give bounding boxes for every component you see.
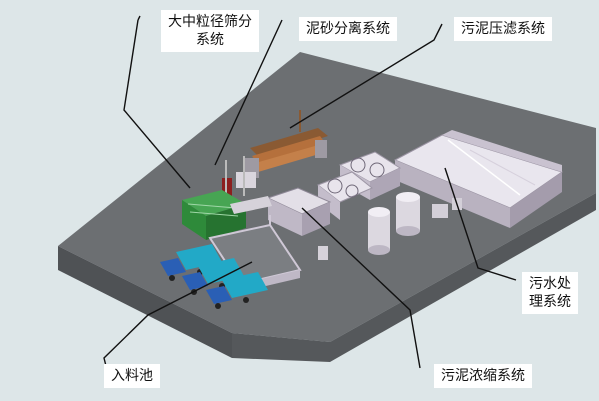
leader-coarse [123,19,191,189]
label-coarse-screening: 大中粒径筛分 系统 [161,10,259,52]
label-feed-pool: 入料池 [104,364,160,388]
trucks [160,244,268,309]
leader-thicken [301,207,421,369]
leader-pool [103,261,253,367]
label-coarse-screening-line1: 大中粒径筛分 [168,14,252,30]
platform-side-front [232,193,596,362]
label-coarse-screening-line2: 系统 [196,32,224,48]
label-water-treatment: 污水处 理系统 [522,272,578,314]
coarse-screening-unit [182,190,272,240]
label-thickening: 污泥浓缩系统 [434,364,532,388]
filter-press [245,110,328,178]
truck-2 [182,258,244,295]
label-water-treatment-line2: 理系统 [529,294,571,310]
storage-tanks [368,192,462,255]
label-desanding: 泥砂分离系统 [299,17,397,41]
label-water-treatment-line1: 污水处 [529,276,571,292]
platform-side-left [58,246,232,358]
desanding-unit [222,156,332,236]
water-treatment-pools [393,130,564,228]
leader-coarse-2 [137,15,141,21]
leader-press [289,23,443,129]
thickener-tanks [316,151,402,220]
label-filter-press: 污泥压滤系统 [454,17,552,41]
leader-water [444,167,517,281]
leader-desand [214,19,283,166]
leader-lines [103,15,517,369]
truck-3 [206,272,268,309]
